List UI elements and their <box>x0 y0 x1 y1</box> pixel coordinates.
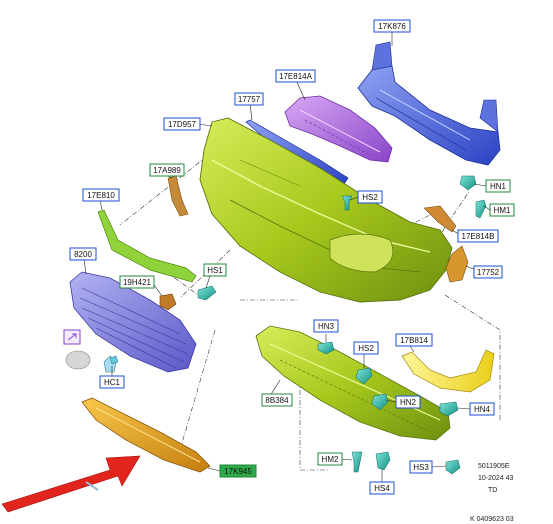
bumper-reinforcement-beam <box>357 41 501 166</box>
callout-17D957[interactable]: 17D957 <box>163 117 201 131</box>
fastener-hc1 <box>109 355 119 365</box>
fastener-hn1 <box>459 175 477 191</box>
side-bracket-right-lower <box>445 245 469 283</box>
callout-17E814B[interactable]: 17E814B <box>457 229 499 243</box>
callout-17K945[interactable]: 17K945 <box>219 464 257 478</box>
svg-text:17K876: 17K876 <box>378 22 406 31</box>
callout-HS2-lower[interactable]: HS2 <box>353 341 379 355</box>
callout-HM1[interactable]: HM1 <box>489 203 515 217</box>
svg-text:HS1: HS1 <box>207 266 223 275</box>
svg-text:17D957: 17D957 <box>168 120 197 129</box>
svg-text:17E814A: 17E814A <box>279 72 313 81</box>
svg-text:8200: 8200 <box>74 250 92 259</box>
callout-HN1[interactable]: HN1 <box>485 179 511 193</box>
svg-text:HS2: HS2 <box>362 193 378 202</box>
fastener-hs4 <box>375 451 391 471</box>
callout-HS1[interactable]: HS1 <box>203 263 227 277</box>
svg-text:HS3: HS3 <box>413 463 429 472</box>
callout-HM2[interactable]: HM2 <box>317 452 343 466</box>
front-grille <box>69 271 197 373</box>
svg-text:17B814: 17B814 <box>400 336 428 345</box>
svg-text:19H421: 19H421 <box>123 278 152 287</box>
sensor-bracket <box>159 293 177 311</box>
callout-17K876[interactable]: 17K876 <box>373 19 411 33</box>
callout-17A989[interactable]: 17A989 <box>149 163 185 177</box>
svg-text:HN3: HN3 <box>318 322 335 331</box>
svg-text:HC1: HC1 <box>104 378 121 387</box>
fastener-hs2-lower <box>355 367 373 385</box>
reference-line-3: TD <box>488 487 497 494</box>
drawing-reference: 5011905E 10-2024 43 TD K 0409623 03 <box>470 463 514 523</box>
callout-19H421[interactable]: 19H421 <box>119 275 155 289</box>
fog-lamp-cover <box>65 350 91 370</box>
lower-lip-spoiler <box>401 349 495 393</box>
red-arrow-icon <box>1 455 141 513</box>
callout-leaders <box>83 32 491 482</box>
svg-text:HS2: HS2 <box>358 344 374 353</box>
lamp-icon <box>63 329 81 345</box>
fastener-hm2 <box>351 451 363 473</box>
callout-HN3[interactable]: HN3 <box>313 319 339 333</box>
fastener-hn3 <box>317 341 335 355</box>
reference-line-2: 10-2024 43 <box>478 475 514 482</box>
callout-8200[interactable]: 8200 <box>69 247 97 261</box>
callout-17752[interactable]: 17752 <box>473 265 503 279</box>
svg-text:HN2: HN2 <box>400 398 417 407</box>
side-bracket-right-upper <box>423 205 457 233</box>
fastener-hs1 <box>197 285 217 301</box>
callout-HS3[interactable]: HS3 <box>409 460 433 474</box>
callout-HS4[interactable]: HS4 <box>369 481 395 495</box>
fastener-hm1 <box>475 199 487 219</box>
svg-text:17E814B: 17E814B <box>462 232 495 241</box>
callout-HS2-upper[interactable]: HS2 <box>357 190 383 204</box>
svg-text:HN1: HN1 <box>490 182 507 191</box>
energy-absorber <box>284 95 393 163</box>
reference-line-1: 5011905E <box>478 463 510 470</box>
svg-text:17A989: 17A989 <box>153 166 181 175</box>
callout-17757[interactable]: 17757 <box>234 92 264 106</box>
svg-text:17K945: 17K945 <box>224 467 252 476</box>
callout-17E814A[interactable]: 17E814A <box>275 69 316 83</box>
side-bracket-left <box>167 175 189 217</box>
svg-text:HS4: HS4 <box>374 484 390 493</box>
callout-17B814[interactable]: 17B814 <box>395 333 433 347</box>
fastener-hs3 <box>445 459 461 475</box>
svg-text:17E810: 17E810 <box>87 191 115 200</box>
svg-text:17757: 17757 <box>238 95 261 104</box>
callout-17E810[interactable]: 17E810 <box>82 188 120 202</box>
svg-text:HM1: HM1 <box>494 206 511 215</box>
reference-line-4: K 0409623 03 <box>470 516 514 523</box>
callout-HN4[interactable]: HN4 <box>469 402 495 416</box>
lower-lip-strip <box>97 209 197 283</box>
callout-HC1[interactable]: HC1 <box>99 375 125 389</box>
skid-plate <box>81 397 211 473</box>
svg-text:8B384: 8B384 <box>265 396 289 405</box>
callout-8B384[interactable]: 8B384 <box>261 393 293 407</box>
bumper-cover <box>199 117 453 303</box>
svg-text:HM2: HM2 <box>322 455 339 464</box>
fastener-hn4 <box>439 401 459 417</box>
fastener-hn2 <box>371 393 389 411</box>
svg-text:HN4: HN4 <box>474 405 491 414</box>
svg-text:17752: 17752 <box>477 268 500 277</box>
fastener-hs2-top <box>341 195 353 211</box>
callout-HN2[interactable]: HN2 <box>395 395 421 409</box>
